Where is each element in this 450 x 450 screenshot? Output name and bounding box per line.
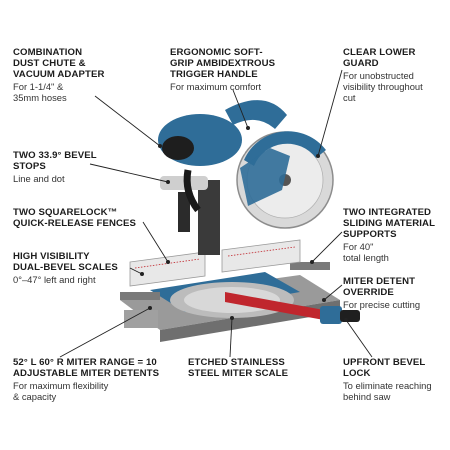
fences <box>129 239 301 287</box>
callout-bevel-stops: TWO 33.9° BEVEL STOPS Line and dot <box>13 150 133 185</box>
callout-description: For 1-1/4" & 35mm hoses <box>13 81 67 103</box>
callout-description: For 40" total length <box>343 241 389 263</box>
callout-miter-scale: ETCHED STAINLESS STEEL MITER SCALE <box>188 357 318 379</box>
callout-title: ERGONOMIC SOFT- GRIP AMBIDEXTROUS TRIGGE… <box>170 47 276 81</box>
callout-title: COMBINATION DUST CHUTE & VACUUM ADAPTER <box>13 47 105 81</box>
callout-lower-guard: CLEAR LOWER GUARD For unobstructed visib… <box>343 47 447 104</box>
callout-description: For unobstructed visibility throughout c… <box>343 70 423 103</box>
saw-motor <box>158 100 287 166</box>
callout-title: MITER DETENT OVERRIDE <box>343 276 416 299</box>
callout-squarelock-fences: TWO SQUARELOCK™ QUICK-RELEASE FENCES <box>13 207 143 229</box>
callout-trigger-handle: ERGONOMIC SOFT- GRIP AMBIDEXTROUS TRIGGE… <box>170 47 300 93</box>
callout-title: HIGH VISIBILITY DUAL-BEVEL SCALES <box>13 251 118 274</box>
material-supports <box>120 262 330 328</box>
callout-title: TWO INTEGRATED SLIDING MATERIAL SUPPORTS <box>343 207 436 241</box>
callout-title: CLEAR LOWER GUARD <box>343 47 416 70</box>
callout-bevel-scales: HIGH VISIBILITY DUAL-BEVEL SCALES 0°–47°… <box>13 251 141 286</box>
callout-description: For maximum flexibility & capacity <box>13 380 109 402</box>
callout-title: TWO SQUARELOCK™ QUICK-RELEASE FENCES <box>13 207 136 230</box>
saw-column <box>160 169 220 255</box>
leader-lines <box>59 69 373 358</box>
callout-title: 52° L 60° R MITER RANGE = 10 ADJUSTABLE … <box>13 357 160 380</box>
callout-description: 0°–47° left and right <box>13 274 96 286</box>
callout-description: For precise cutting <box>343 299 421 311</box>
callout-description: For maximum comfort <box>170 81 262 93</box>
callout-bevel-lock: UPFRONT BEVEL LOCK To eliminate reaching… <box>343 357 447 403</box>
callout-detent-override: MITER DETENT OVERRIDE For precise cuttin… <box>343 276 447 311</box>
callout-title: TWO 33.9° BEVEL STOPS <box>13 150 97 173</box>
leader-dots <box>140 126 348 322</box>
callout-dust-chute: COMBINATION DUST CHUTE & VACUUM ADAPTER … <box>13 47 131 104</box>
callout-miter-range: 52° L 60° R MITER RANGE = 10 ADJUSTABLE … <box>13 357 163 403</box>
callout-description: Line and dot <box>13 173 65 185</box>
callout-title: UPFRONT BEVEL LOCK <box>343 357 426 380</box>
callout-material-supports: TWO INTEGRATED SLIDING MATERIAL SUPPORTS… <box>343 207 447 264</box>
callout-description: To eliminate reaching behind saw <box>343 380 432 402</box>
callout-title: ETCHED STAINLESS STEEL MITER SCALE <box>188 357 289 380</box>
saw-blade <box>236 131 334 229</box>
